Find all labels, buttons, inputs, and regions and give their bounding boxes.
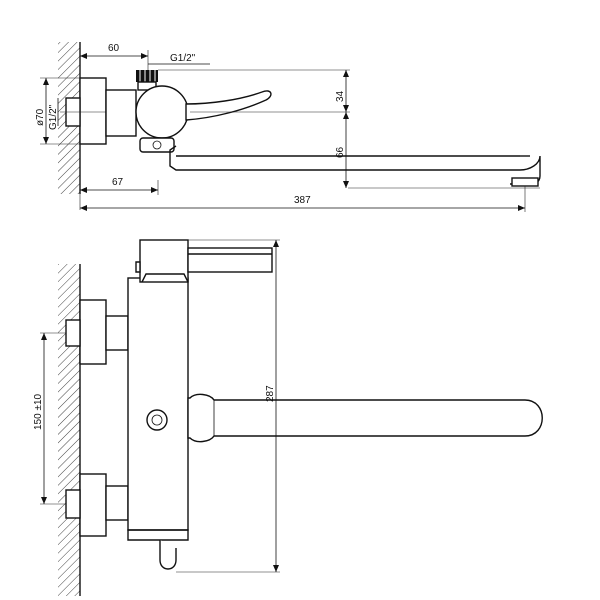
top-thread-cap (136, 70, 158, 82)
dim-diameter-label: ø70 (35, 108, 46, 126)
dim-150-label: 150 ±10 (33, 393, 44, 430)
valve-body-front (127, 277, 189, 531)
upper-flange (79, 299, 107, 365)
dim-thread-top-label: G1/2" (170, 53, 196, 64)
spout-top (169, 145, 541, 185)
front-view: 287 150 ±10 (33, 239, 543, 596)
dim-67-label: 67 (112, 177, 124, 188)
dim-66-label: 66 (335, 146, 346, 158)
wall-hatch-front (58, 264, 80, 596)
lower-flange (79, 473, 107, 537)
dim-thread-side-label: G1/2" (48, 104, 59, 130)
cartridge-circle (135, 85, 189, 139)
lever-handle-top (185, 90, 272, 121)
top-view: 60 G1/2" ø70 G1/2" 34 66 67 387 (35, 42, 541, 212)
cartridge-block (139, 239, 189, 283)
dim-387-label: 387 (294, 195, 311, 206)
lever-handle-front (187, 247, 273, 273)
valve-body-top (105, 89, 137, 137)
dim-60-label: 60 (108, 43, 120, 54)
diverter-button (146, 409, 168, 431)
wall-flange-top (79, 77, 107, 145)
drain-pipe (159, 540, 177, 570)
dim-34-label: 34 (335, 90, 346, 102)
dim-287-label: 287 (265, 385, 276, 402)
spout-front (187, 393, 543, 443)
